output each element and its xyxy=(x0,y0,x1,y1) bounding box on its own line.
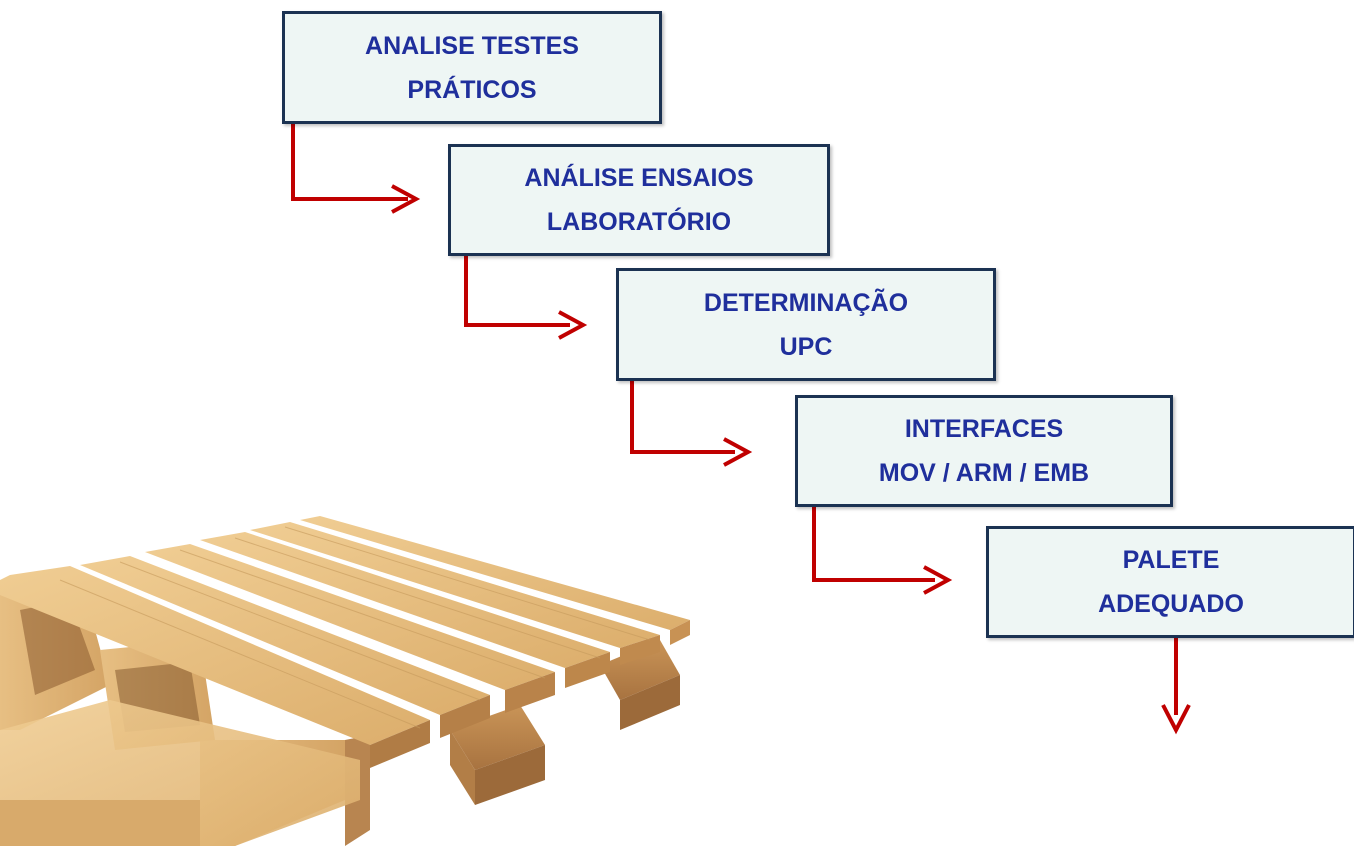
wooden-pallet-image xyxy=(0,516,690,846)
arrow-3-to-4 xyxy=(630,381,735,454)
step-4-line-2: MOV / ARM / EMB xyxy=(878,459,1090,487)
arrowhead-3 xyxy=(723,437,753,467)
step-4-line-1: INTERFACES xyxy=(904,415,1064,443)
arrow-2-to-3 xyxy=(464,256,570,327)
arrowhead-2 xyxy=(558,310,588,340)
arrowhead-4 xyxy=(923,565,953,595)
step-box-analise-ensaios: ANÁLISE ENSAIOS LABORATÓRIO xyxy=(448,144,830,256)
step-box-palete: PALETE ADEQUADO xyxy=(986,526,1354,638)
arrow-4-to-5 xyxy=(812,507,935,582)
arrowhead-1 xyxy=(391,184,421,214)
arrow-1-to-2 xyxy=(291,124,408,201)
pallet-deck-boards xyxy=(0,516,690,768)
step-3-line-1: DETERMINAÇÃO xyxy=(703,288,909,317)
step-3-line-2: UPC xyxy=(779,332,833,361)
step-1-line-1: ANALISE TESTES xyxy=(365,31,579,60)
step-box-analise-testes: ANALISE TESTES PRÁTICOS xyxy=(282,11,662,124)
arrowhead-5 xyxy=(1161,704,1191,735)
step-2-line-1: ANÁLISE ENSAIOS xyxy=(524,164,754,192)
step-5-line-1: PALETE xyxy=(1122,546,1220,574)
step-5-line-2: ADEQUADO xyxy=(1098,590,1244,618)
pallet-bottom-board xyxy=(0,700,360,846)
step-box-determinacao: DETERMINAÇÃO UPC xyxy=(616,268,996,381)
step-1-line-2: PRÁTICOS xyxy=(407,75,537,104)
step-2-line-2: LABORATÓRIO xyxy=(546,208,732,236)
step-box-interfaces: INTERFACES MOV / ARM / EMB xyxy=(795,395,1173,507)
